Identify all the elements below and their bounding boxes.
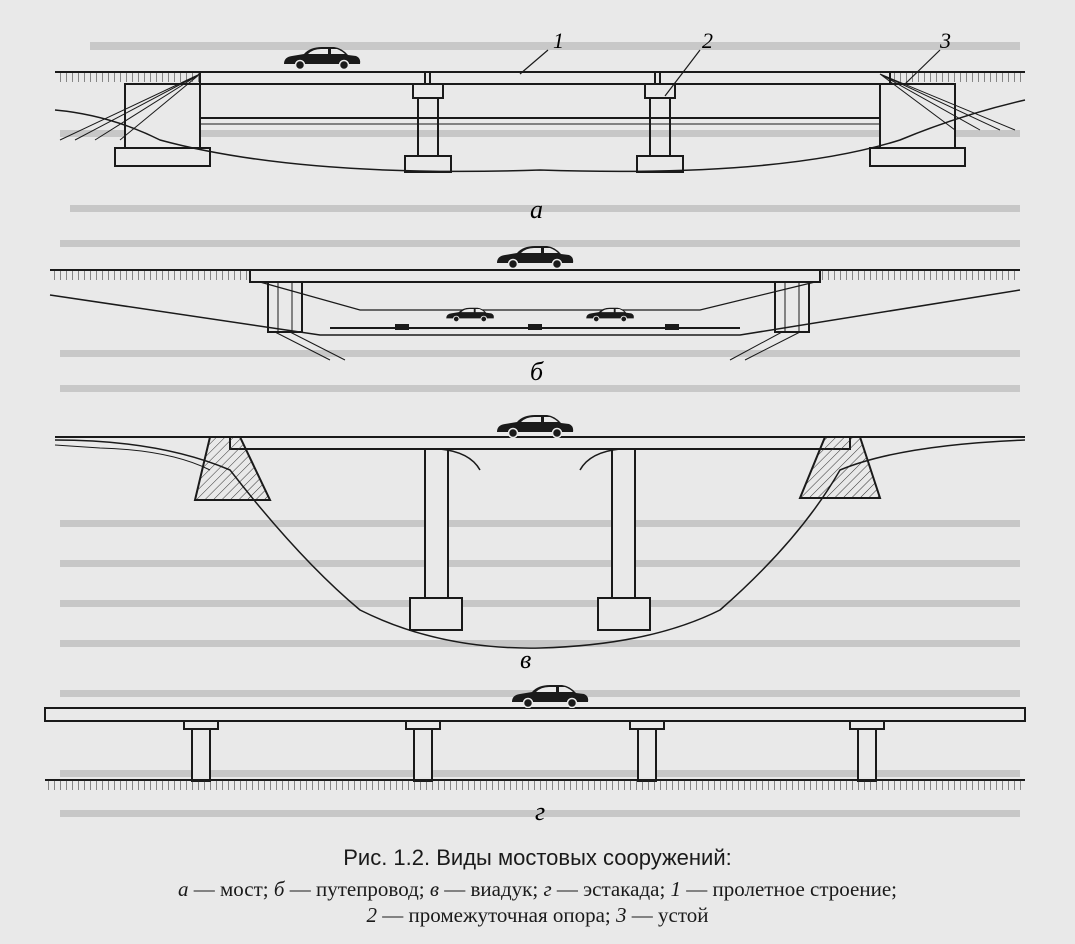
caption-title: Рис. 1.2. Виды мостовых сооружений: (343, 845, 732, 870)
legend-text: — мост; (188, 877, 274, 901)
panel-label-c: в (520, 645, 531, 674)
legend-text: — путепровод; (284, 877, 430, 901)
panel-c-viaduct (54, 436, 1026, 649)
caption-legend-line-1: а — мост; б — путепровод; в — виадук; г … (0, 876, 1075, 902)
legend-text: — устой (626, 903, 709, 927)
panel-d-trestle (44, 707, 1026, 790)
legend-key: б (273, 877, 285, 901)
car-icon (496, 414, 574, 438)
car-icon (511, 684, 589, 708)
legend-text: — эстакада; (551, 877, 671, 901)
callout-3: 3 (939, 28, 951, 53)
legend-text: — промежуточная опора; (377, 903, 617, 927)
legend-key: 3 (616, 903, 627, 927)
callout-2: 2 (702, 28, 713, 53)
panel-label-d: г (535, 797, 545, 826)
caption-legend-line-2: 2 — промежуточная опора; 3 — устой (0, 902, 1075, 928)
legend-key: 1 (670, 877, 682, 901)
panel-a-bridge (54, 49, 1026, 173)
legend-key: а (177, 877, 189, 901)
legend-text: — пролетное строение; (681, 877, 898, 901)
callout-1: 1 (553, 28, 564, 53)
panel-b-overpass (49, 269, 1021, 361)
legend-text: — виадук; (439, 877, 544, 901)
panel-label-a: а (530, 195, 543, 224)
legend-key: 2 (366, 903, 378, 927)
panel-label-b: б (530, 357, 544, 386)
car-icon (496, 245, 574, 269)
car-icon (283, 46, 361, 70)
legend-key: г (543, 877, 552, 901)
legend-key: в (429, 877, 439, 901)
bleed-through-texture (60, 42, 1020, 817)
